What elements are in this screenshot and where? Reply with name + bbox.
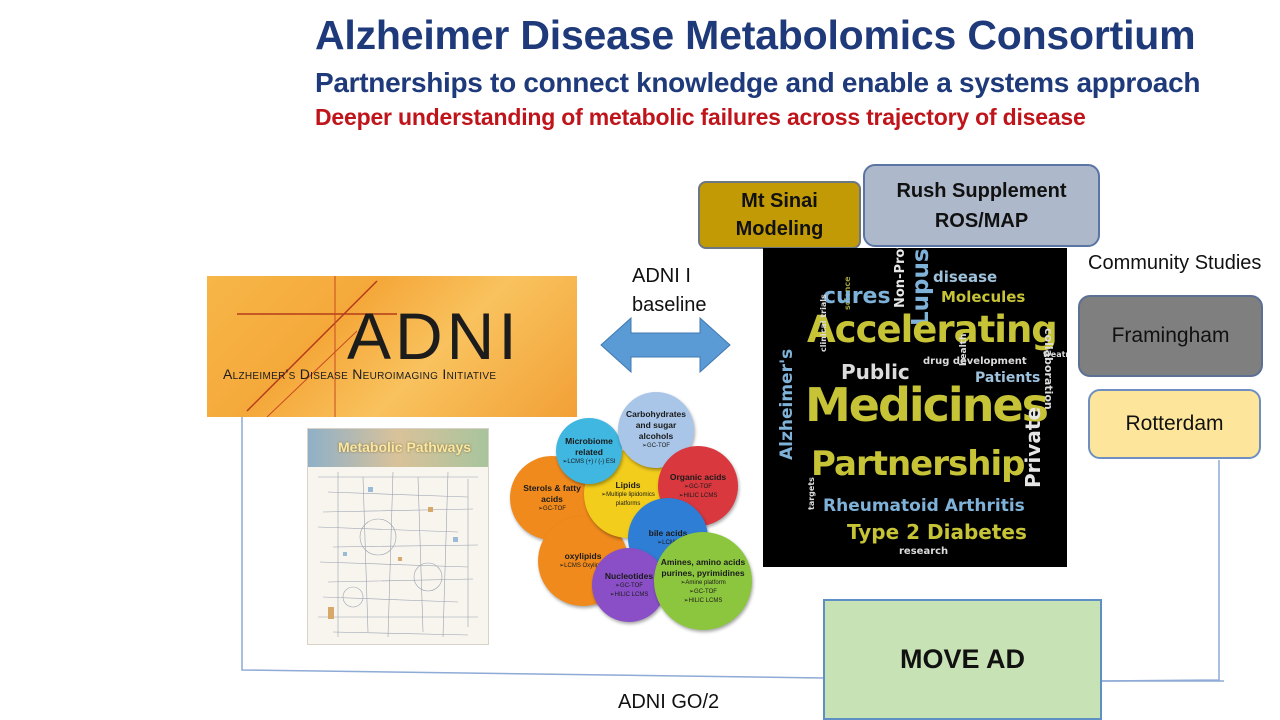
metabolite-bubble-method: ➢LCMS (+) / (-) ESI: [562, 458, 616, 465]
mt-sinai-modeling-box: Mt Sinai Modeling: [698, 181, 861, 249]
adni-baseline-line1: ADNI I: [632, 265, 691, 287]
slide-title: Alzheimer Disease Metabolomics Consortiu…: [315, 12, 1196, 58]
metabolite-bubble-method: ➢GC-TOF: [615, 582, 643, 589]
metabolite-bubble-method: ➢GC-TOF: [538, 505, 566, 512]
cloud-word: treatments: [1043, 350, 1067, 359]
slide-subtitle: Partnerships to connect knowledge and en…: [315, 67, 1201, 98]
metabolite-bubble: Microbiome related➢LCMS (+) / (-) ESI: [556, 418, 622, 484]
metabolite-bubble-title: Organic acids: [669, 471, 727, 482]
metabolite-bubble-title: Lipids: [615, 479, 641, 490]
cloud-word: Partnership: [811, 444, 1025, 484]
adni-logo-tagline: Alzheimer's Disease Neuroimaging Initiat…: [223, 366, 497, 382]
cloud-word: health: [959, 333, 969, 366]
framingham-box: Framingham: [1078, 295, 1263, 377]
cloud-word: Private: [1021, 406, 1045, 488]
cloud-word: Medicines: [805, 378, 1049, 432]
cloud-word: clinical trials: [819, 294, 828, 352]
adni-logo-wordmark: ADNI: [347, 299, 521, 373]
metabolic-pathways-image: Metabolic Pathways: [307, 428, 489, 645]
word-cloud-image: science cures Non-Profit Lupus disease M…: [763, 248, 1067, 567]
double-arrow-icon: [600, 316, 731, 374]
slide-tagline: Deeper understanding of metabolic failur…: [315, 104, 1086, 130]
metabolite-bubble-method: ➢LCMS Oxylipids: [559, 563, 607, 569]
metabolite-bubble-method: ➢HILIC LCMS: [683, 597, 723, 604]
adni-logo: ADNI Alzheimer's Disease Neuroimaging In…: [207, 276, 577, 417]
cloud-word: cures: [823, 284, 891, 309]
metabolite-bubble-method: ➢HILIC LCMS: [678, 492, 718, 499]
adni-baseline-line2: baseline: [632, 294, 707, 316]
metabolite-bubble: Amines, amino acids purines, pyrimidines…: [654, 532, 752, 630]
mt-sinai-line2: Modeling: [735, 218, 824, 240]
metabolite-bubble-method: ➢Multiple lipidomics platforms: [601, 491, 655, 507]
metabolite-bubble-method: ➢HILIC LCMS: [609, 591, 649, 598]
metabolite-bubble-title: Nucleotides: [604, 570, 654, 581]
mt-sinai-line1: Mt Sinai: [741, 190, 818, 212]
metabolite-bubble-title: Carbohydrates and sugar alcohols: [626, 409, 686, 441]
metabolite-bubble-title: Amines, amino acids purines, pyrimidines: [660, 556, 746, 578]
cloud-word: Non-Profit: [893, 248, 908, 308]
adni-baseline-label: ADNI I baseline: [632, 262, 707, 320]
rotterdam-box: Rotterdam: [1088, 389, 1261, 459]
metabolite-bubble-method: ➢GC-TOF: [642, 443, 670, 449]
metabolite-bubble: Nucleotides➢GC-TOF ➢HILIC LCMS: [592, 548, 666, 622]
metabolite-bubble-title: Microbiome related: [565, 435, 613, 457]
cloud-word: Patients: [975, 370, 1041, 386]
move-ad-box: MOVE AD: [823, 599, 1102, 720]
metabolite-bubble-method: ➢GC-TOF: [689, 588, 717, 595]
cloud-word: Alzheimer's: [777, 348, 797, 460]
adni-go2-label: ADNI GO/2: [618, 691, 720, 713]
cloud-word: Public: [841, 360, 910, 384]
metabolite-bubble-title: Sterols & fatty acids: [523, 482, 581, 504]
community-studies-label: Community Studies: [1088, 252, 1262, 274]
cloud-word: research: [899, 546, 949, 557]
rush-supplement-box: Rush Supplement ROS/MAP: [863, 164, 1100, 247]
metabolite-bubble-method: ➢LCMS: [657, 540, 679, 546]
cloud-word: Rheumatoid Arthritis: [823, 496, 1025, 516]
cloud-word: Type 2 Diabetes: [847, 520, 1027, 544]
cloud-word: Molecules: [941, 288, 1026, 306]
metabolite-bubble-method: ➢Amine platform: [680, 579, 726, 586]
metabolite-bubble-method: ➢GC-TOF: [684, 483, 712, 490]
metabolite-bubble: Carbohydrates and sugar alcohols ➢GC-TOF: [618, 392, 694, 468]
metabolic-pathways-title: Metabolic Pathways: [338, 439, 472, 455]
rush-line2: ROS/MAP: [934, 209, 1029, 232]
cloud-word: Accelerating: [807, 308, 1058, 351]
cloud-word: disease: [933, 268, 998, 286]
cloud-word: drug development: [923, 356, 1027, 367]
rush-line1: Rush Supplement: [896, 179, 1067, 202]
metabolite-bubble-title: oxylipids: [564, 551, 602, 561]
metabolite-bubble-title: bile acids: [648, 528, 688, 538]
